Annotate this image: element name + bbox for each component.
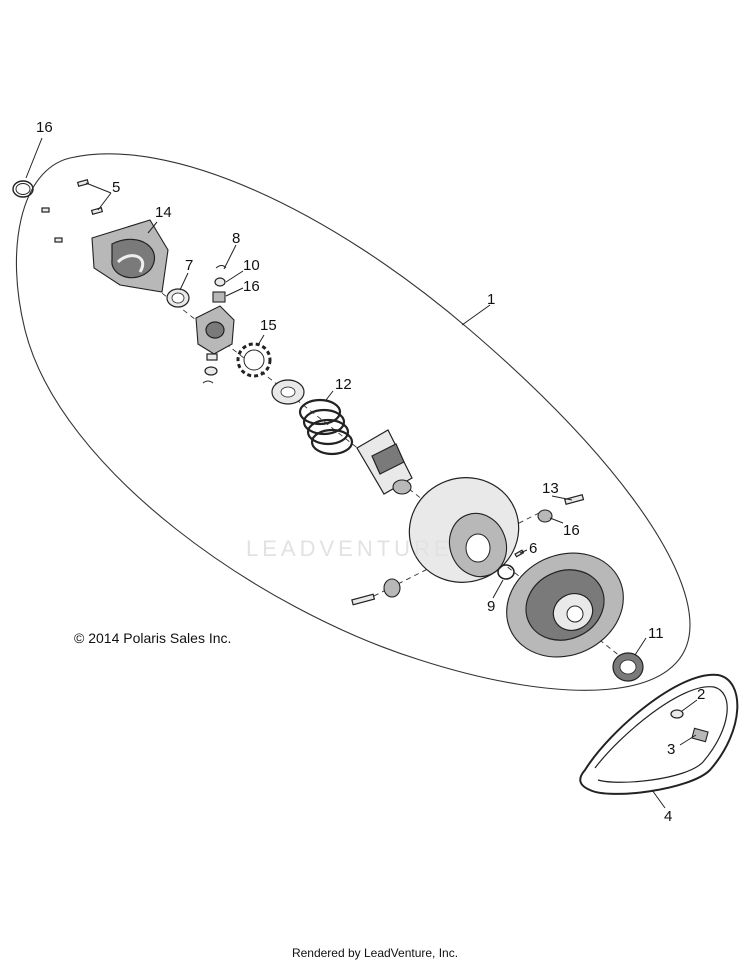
part-4-belt bbox=[579, 673, 739, 795]
callout-15: 15 bbox=[260, 317, 277, 334]
assembly-outline bbox=[15, 153, 691, 691]
leader-lines bbox=[25, 137, 698, 809]
callout-4: 4 bbox=[664, 808, 673, 825]
watermark: LEADVENTURE bbox=[246, 536, 453, 561]
fixed-sheave bbox=[506, 552, 624, 658]
part-13-16-hardware bbox=[537, 494, 585, 523]
bearing-and-bolt bbox=[351, 578, 401, 606]
part-17-oring bbox=[12, 180, 34, 198]
callout-3: 3 bbox=[667, 741, 676, 758]
callout-5: 5 bbox=[112, 179, 121, 196]
part-15-gear-ring bbox=[236, 342, 272, 378]
part-8-10-16-hardware bbox=[212, 265, 227, 303]
footer-credit: Rendered by LeadVenture, Inc. bbox=[291, 946, 459, 960]
callout-16-upper: 16 bbox=[243, 278, 260, 295]
copyright-notice: © 2014 Polaris Sales Inc. bbox=[74, 630, 232, 646]
callout-17: 16 bbox=[36, 119, 53, 136]
callout-16-lower: 16 bbox=[563, 522, 580, 539]
part-11-bearing bbox=[612, 652, 644, 682]
callout-13: 13 bbox=[542, 480, 559, 497]
moveable-sheave bbox=[408, 477, 520, 583]
part-2-3-hardware bbox=[670, 709, 709, 743]
callout-7: 7 bbox=[185, 257, 194, 274]
callout-12: 12 bbox=[335, 376, 352, 393]
callout-9: 9 bbox=[487, 598, 496, 615]
part-5-screws bbox=[41, 179, 104, 243]
callout-8: 8 bbox=[232, 230, 241, 247]
callout-11: 11 bbox=[648, 625, 664, 642]
callout-1: 1 bbox=[487, 291, 496, 308]
callout-6: 6 bbox=[529, 540, 538, 557]
shaft bbox=[356, 429, 413, 495]
callout-2: 2 bbox=[697, 686, 706, 703]
part-7-ring bbox=[166, 288, 190, 308]
part-6-9-hardware bbox=[497, 549, 525, 580]
part-12-spring bbox=[298, 398, 354, 456]
part-14-cover bbox=[91, 219, 169, 293]
callout-14: 14 bbox=[155, 204, 172, 221]
callout-10: 10 bbox=[243, 257, 260, 274]
spider-housing bbox=[195, 305, 235, 384]
washer bbox=[271, 379, 305, 405]
